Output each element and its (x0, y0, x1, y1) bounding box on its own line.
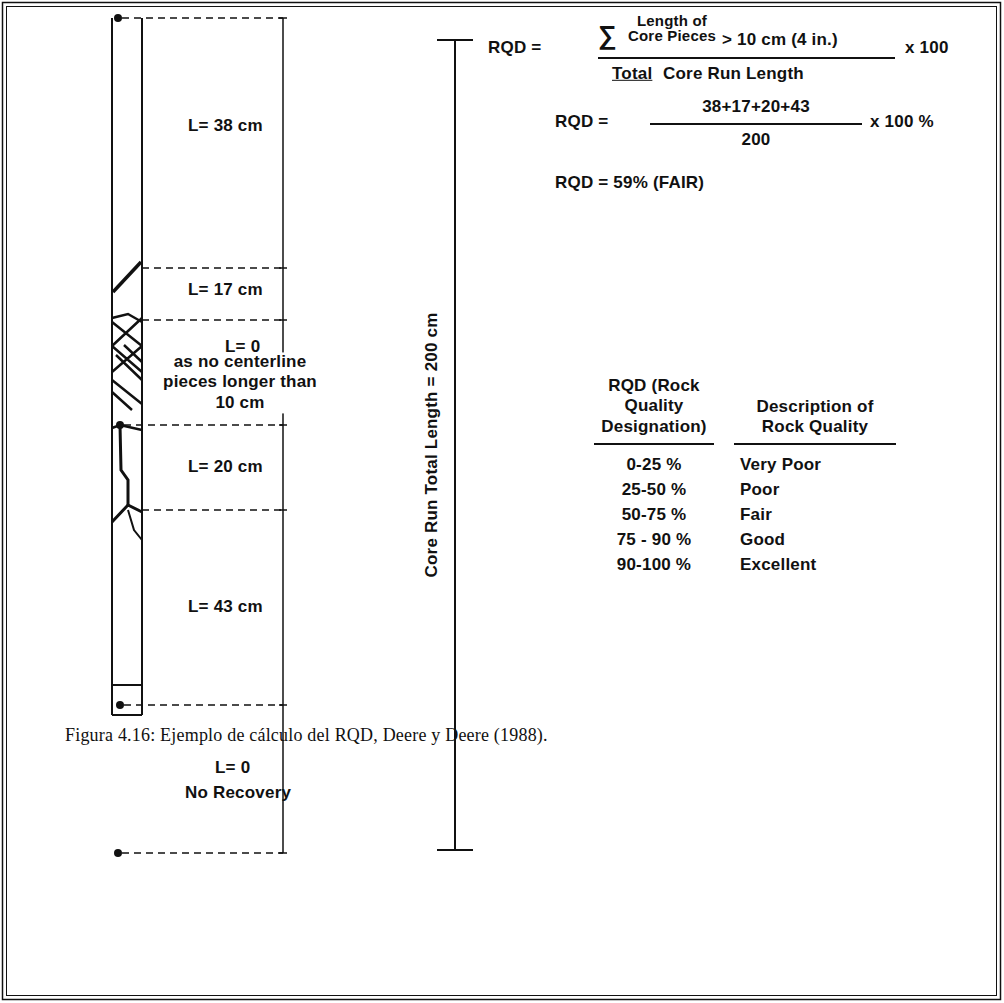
formula-text: x 100 % (870, 112, 934, 132)
table-cell: 0-25 % (626, 455, 681, 475)
formula-text: Total (612, 64, 652, 84)
formula-text: Length of Core Pieces (624, 13, 720, 43)
table-cell: Excellent (740, 555, 816, 575)
segment-length: L= 43 cm (188, 597, 263, 617)
table-header: Description of Rock Quality (750, 397, 880, 438)
table-cell: 50-75 % (622, 505, 687, 525)
formula-text: 38+17+20+43 (702, 97, 810, 117)
figure-caption: Figura 4.16: Ejemplo de cálculo del RQD,… (65, 725, 548, 747)
segment-length: L= 38 cm (188, 116, 263, 136)
core-sample (112, 18, 142, 715)
sum-symbol: ∑ (598, 20, 617, 51)
table-cell: 25-50 % (622, 480, 687, 500)
formula-text: 200 (742, 130, 771, 150)
formula-text: RQD = (488, 38, 541, 58)
formula-text: RQD = (555, 112, 608, 132)
table-cell: 75 - 90 % (617, 530, 692, 550)
formula-text: Core Run Length (663, 64, 804, 84)
segment-length: L= 0 (215, 758, 250, 778)
table-cell: Poor (740, 480, 780, 500)
segment-length: L= 17 cm (188, 280, 263, 300)
table-header: RQD (Rock Quality Designation) (589, 376, 719, 437)
table-cell: Fair (740, 505, 772, 525)
inner-frame (7, 7, 997, 996)
result-text: RQD = 59% (FAIR) (555, 173, 704, 193)
formula-text: x 100 (905, 38, 949, 58)
segment-length: L= 20 cm (188, 457, 263, 477)
table-cell: Very Poor (740, 455, 821, 475)
segment-note: as no centerline pieces longer than 10 c… (152, 352, 328, 413)
segment-note: No Recovery (185, 783, 291, 803)
formula-text: > 10 cm (4 in.) (722, 30, 838, 50)
outer-frame (3, 3, 1001, 1000)
table-cell: Good (740, 530, 785, 550)
table-cell: 90-100 % (617, 555, 691, 575)
total-length-label: Core Run Total Length = 200 cm (422, 313, 442, 578)
